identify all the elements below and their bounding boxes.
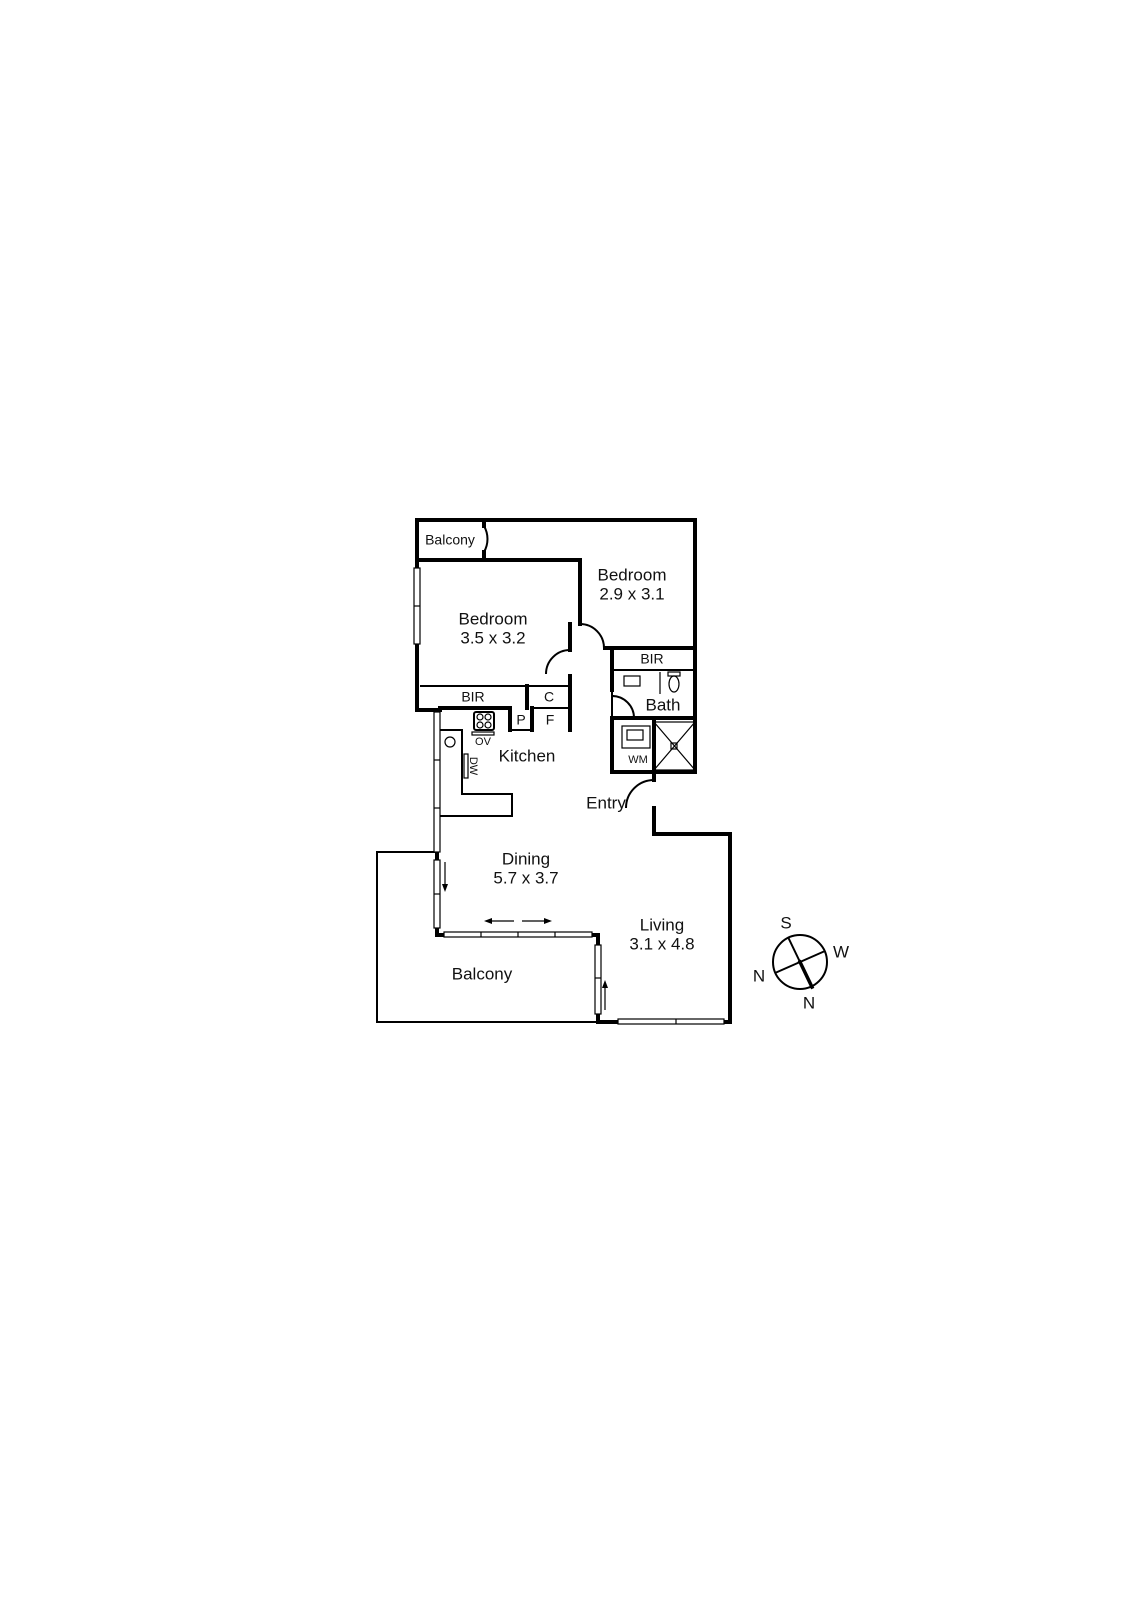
fixture-label-oven: OV xyxy=(475,735,491,748)
compass-label-right: W xyxy=(832,942,850,962)
room-label-entry: Entry xyxy=(586,793,626,814)
compass-label-top: S xyxy=(780,913,792,933)
fixture-label-fridge: F xyxy=(545,711,555,728)
fixture-label-dishwasher: DW xyxy=(467,756,480,776)
fixture-label-washing-machine: WM xyxy=(628,753,648,766)
compass-rose xyxy=(772,934,828,990)
room-label-bedroom-2: Bedroom 2.9 x 3.1 xyxy=(598,566,667,603)
slide-arrows xyxy=(442,862,608,1010)
doors xyxy=(483,525,655,809)
compass-label-bottom: N xyxy=(802,993,816,1013)
room-label-kitchen: Kitchen xyxy=(498,746,556,767)
room-name: Entry xyxy=(586,793,626,813)
room-name: Bedroom xyxy=(597,565,667,585)
room-name: Bedroom xyxy=(458,609,528,629)
bath-fixtures xyxy=(621,671,696,771)
room-label-bedroom-1: Bedroom 3.5 x 3.2 xyxy=(459,610,528,647)
room-label-dining: Dining 5.7 x 3.7 xyxy=(493,850,558,887)
room-label-balcony-top: Balcony xyxy=(425,532,475,547)
room-name: Bath xyxy=(645,695,681,715)
fixture-label-cupboard: C xyxy=(543,688,555,705)
windows xyxy=(413,567,725,1025)
room-dimensions: 2.9 x 3.1 xyxy=(599,584,665,603)
room-label-bath: Bath xyxy=(645,695,681,716)
room-dimensions: 3.5 x 3.2 xyxy=(460,628,526,647)
kitchen-fixtures xyxy=(440,711,513,817)
room-name: Balcony xyxy=(425,531,475,548)
walls xyxy=(376,518,732,1024)
room-dimensions: 3.1 x 4.8 xyxy=(629,934,695,953)
room-name: Kitchen xyxy=(498,746,556,766)
room-label-balcony-main: Balcony xyxy=(451,964,513,985)
fixture-label-pantry: P xyxy=(516,711,526,728)
fixture-label-bir-2: BIR xyxy=(640,650,664,667)
room-name: Dining xyxy=(501,849,551,869)
room-name: Living xyxy=(639,915,685,935)
room-label-living: Living 3.1 x 4.8 xyxy=(629,916,694,953)
room-dimensions: 5.7 x 3.7 xyxy=(493,868,559,887)
compass-label-left: N xyxy=(752,966,766,986)
room-name: Balcony xyxy=(451,964,513,984)
fixture-label-bir-1: BIR xyxy=(461,688,485,705)
